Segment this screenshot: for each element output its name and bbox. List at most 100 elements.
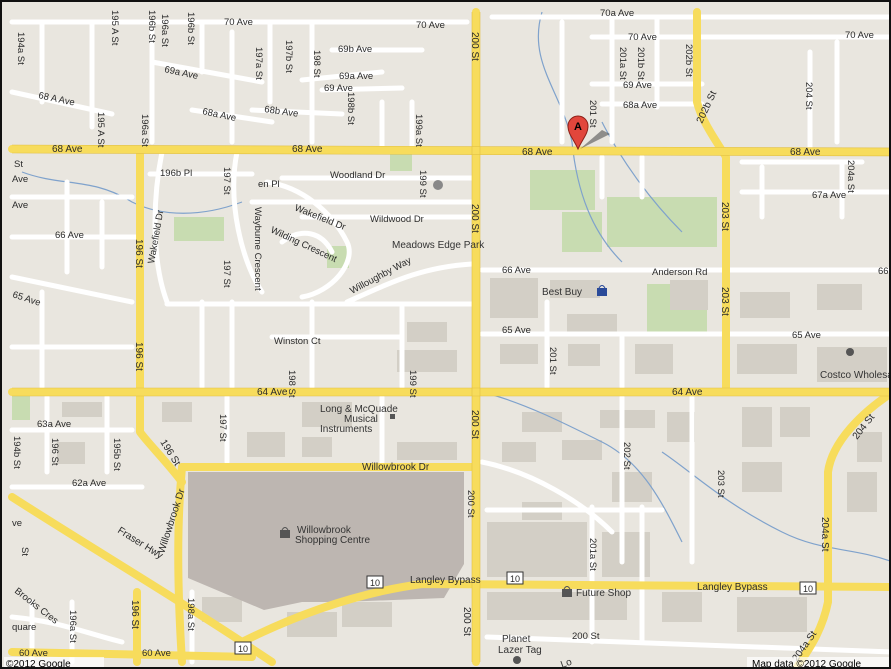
label-en-pl: en Pl [258,179,280,190]
minor-road [152,149,170,305]
label-200-st: 200 St [469,32,480,61]
planet-lazer-tag-icon[interactable] [513,656,521,664]
label-anderson-rd: Anderson Rd [652,267,707,278]
label-195b-st: 195b St [111,438,122,471]
label-201-st: 201 St [587,100,598,128]
label-201-st: 201 St [547,347,558,375]
minor-road [299,69,385,83]
stream [21,171,243,214]
route-shield: 10 [366,575,384,589]
major-road [8,145,889,156]
label-196a-st: 196a St [139,114,150,147]
label-201b-st: 201b St [635,47,646,80]
label-196a-st: 196a St [159,14,170,47]
label-60-ave: 60 Ave [19,648,48,659]
label-195a-st: 195 A St [109,10,120,46]
park-area [12,390,30,420]
streams-layer [21,11,889,562]
label-67a-ave: 67a Ave [812,190,846,201]
label-196-st: 196 St [49,438,60,466]
route-shield-number: 10 [238,644,248,654]
label-199a-st: 199a St [413,114,424,147]
building [568,344,600,366]
label-196-st: 196 St [133,342,144,371]
building [780,407,810,437]
label-langley-bypass: Langley Bypass [410,575,481,586]
label-70-ave: 70 Ave [628,32,657,43]
building [162,402,192,422]
label-63a-ave: 63a Ave [37,419,71,430]
label-64-ave: 64 Ave [257,387,288,398]
label-long-mcquade[interactable]: Long & McQuade [320,404,398,415]
route-shield-number: 10 [510,574,520,584]
label-ave-fragment: ve [12,518,22,529]
building [550,280,600,298]
label-203-st: 203 St [719,202,730,231]
label-68-ave: 68 Ave [52,144,83,155]
major-road [8,648,256,661]
route-shield: 10 [506,571,524,585]
attribution-left-bg [4,657,104,667]
label-196b-st: 196b St [185,12,196,45]
building [635,344,673,374]
route-shield: 10 [234,641,252,655]
longmcquade-store-icon[interactable] [390,414,395,419]
building [522,412,562,432]
willowbrook-shopping-icon[interactable] [280,527,290,539]
label-68b-ave: 68b Ave [264,104,299,120]
marker-letter: A [574,121,582,133]
building [487,522,587,577]
building [247,432,285,457]
label-66-ave: 66 Ave [502,265,531,276]
label-meadows-edge-park[interactable]: Meadows Edge Park [392,240,485,251]
label-future-shop[interactable]: Future Shop [576,588,631,599]
major-road [693,8,730,396]
bestbuy-shopping-icon[interactable] [597,285,607,297]
label-lazer-tag[interactable]: Lazer Tag [498,645,542,656]
marker-pin[interactable] [567,115,589,151]
building [397,350,457,372]
label-195a-st: 195 A St [95,112,106,148]
minor-road [484,634,889,655]
label-197-st: 197 St [221,260,232,288]
label-197-st: 197 St [221,167,232,195]
label-willowbrook[interactable]: Willowbrook [297,525,352,536]
label-best-buy[interactable]: Best Buy [542,287,582,298]
label-201a-st: 201a St [587,538,598,571]
label-langley-bypass: Langley Bypass [697,582,768,593]
building [662,592,702,622]
building [490,278,538,318]
label-200-st: 200 St [469,204,480,233]
building [737,597,807,632]
label-planet[interactable]: Planet [502,634,531,645]
map-marker-a[interactable]: A [567,115,610,151]
building [302,437,332,457]
label-long-mcquade-2[interactable]: Musical [344,414,378,425]
label-68-ave: 68 Ave [292,144,323,155]
label-square-fragment: quare [12,622,36,633]
label-costco-wholesale[interactable]: Costco Wholesale [820,370,891,381]
label-long-mcquade-3[interactable]: Instruments [320,424,372,435]
minor-road [249,107,345,117]
label-196b-pl: 196b Pl [160,168,192,179]
futureshop-shopping-icon[interactable] [562,586,572,598]
label-shopping-centre[interactable]: Shopping Centre [295,535,370,546]
label-62a-ave: 62a Ave [72,478,106,489]
costco-shopping-icon[interactable] [846,348,854,356]
road-edge [11,144,889,149]
store-icon-square [390,414,395,419]
building [742,407,772,447]
label-70a-ave: 70a Ave [600,8,634,19]
label-196-st: 196 St [129,600,140,629]
attribution-map-data[interactable]: Map data ©2012 Google [752,659,862,669]
label-202b-st: 202b St [683,44,694,77]
label-66-ave: 66 [878,266,889,277]
label-wayburne-crescent: Wayburne Crescent [252,207,263,291]
minor-road [319,85,405,93]
label-66-ave: 66 Ave [55,230,84,241]
major-road [136,146,186,486]
label-69-ave: 69 Ave [623,80,652,91]
road-casing-layer [11,12,889,662]
